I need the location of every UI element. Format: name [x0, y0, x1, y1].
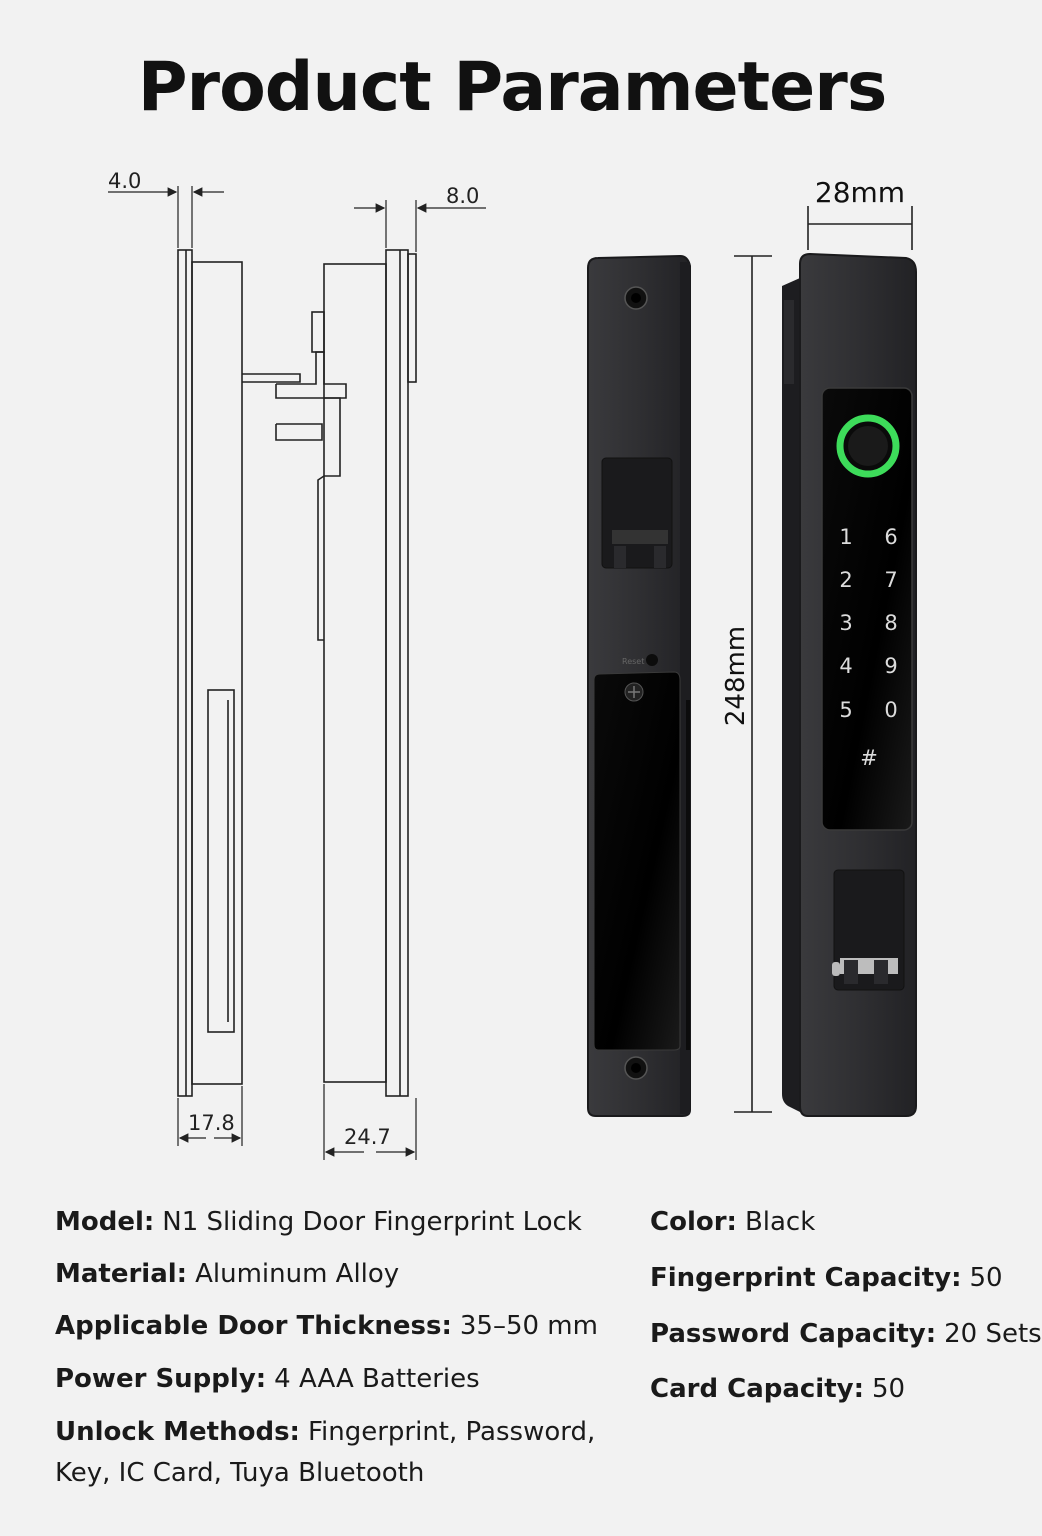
spec-door-thickness: Applicable Door Thickness:35–50 mm [55, 1310, 598, 1342]
spec-value: N1 Sliding Door Fingerprint Lock [162, 1207, 582, 1237]
svg-text:Reset: Reset [622, 657, 644, 666]
key-7: 7 [884, 568, 897, 592]
spec-label: Password Capacity: [650, 1319, 937, 1349]
spec-label: Color: [650, 1207, 737, 1237]
spec-value: 50 [872, 1374, 906, 1404]
spec-value: 50 [969, 1263, 1003, 1293]
spec-value: Fingerprint, Password, [307, 1417, 596, 1447]
spec-model: Model:N1 Sliding Door Fingerprint Lock [55, 1206, 582, 1238]
key-6: 6 [884, 525, 897, 549]
keypad: 1 2 3 4 5 6 7 8 9 0 # [839, 525, 897, 770]
height-dimension [734, 255, 772, 1113]
spec-value: Key, IC Card, Tuya Bluetooth [55, 1458, 425, 1488]
spec-value: 20 Sets [944, 1319, 1042, 1349]
spec-password-capacity: Password Capacity:20 Sets [650, 1318, 1042, 1350]
key-3: 3 [839, 611, 852, 635]
spec-label: Model: [55, 1207, 155, 1237]
dim-width: 28mm [815, 176, 905, 209]
key-2: 2 [839, 568, 852, 592]
key-8: 8 [884, 611, 897, 635]
technical-drawing [108, 186, 486, 1160]
spec-label: Material: [55, 1259, 188, 1289]
spec-label: Unlock Methods: [55, 1417, 300, 1447]
key-hash: # [860, 746, 878, 770]
dim-front-thickness: 4.0 [108, 169, 141, 193]
spec-label: Power Supply: [55, 1364, 267, 1394]
lock-front-panel [782, 252, 917, 1117]
key-5: 5 [839, 698, 852, 722]
page-title: Product Parameters [137, 48, 888, 127]
spec-card-capacity: Card Capacity: 50 [650, 1373, 905, 1405]
spec-power-supply: Power Supply:4 AAA Batteries [55, 1363, 480, 1395]
spec-label: Fingerprint Capacity: [650, 1263, 962, 1293]
key-1: 1 [839, 525, 852, 549]
spec-value: Black [744, 1207, 816, 1237]
spec-unlock-methods-continued: Key, IC Card, Tuya Bluetooth [55, 1457, 424, 1489]
dim-front-depth: 17.8 [188, 1111, 235, 1135]
dim-back-depth: 24.7 [344, 1125, 391, 1149]
spec-fingerprint-capacity: Fingerprint Capacity:50 [650, 1262, 1003, 1294]
spec-material: Material:Aluminum Alloy [55, 1258, 399, 1290]
fingerprint-ring-icon [836, 414, 900, 478]
spec-value: 4 AAA Batteries [274, 1364, 480, 1394]
width-dimension [807, 206, 913, 250]
spec-label: Applicable Door Thickness: [55, 1311, 452, 1341]
key-4: 4 [839, 654, 852, 678]
spec-label: Card Capacity: [650, 1374, 864, 1404]
lock-back-plate: Reset [587, 254, 691, 1117]
spec-value: 35–50 mm [459, 1311, 598, 1341]
key-0: 0 [884, 698, 897, 722]
spec-unlock-methods: Unlock Methods:Fingerprint, Password, [55, 1416, 595, 1448]
dim-back-thickness: 8.0 [446, 184, 479, 208]
dim-height: 248mm [721, 626, 751, 726]
key-9: 9 [884, 654, 897, 678]
spec-color: Color:Black [650, 1206, 815, 1238]
spec-value: Aluminum Alloy [195, 1259, 400, 1289]
